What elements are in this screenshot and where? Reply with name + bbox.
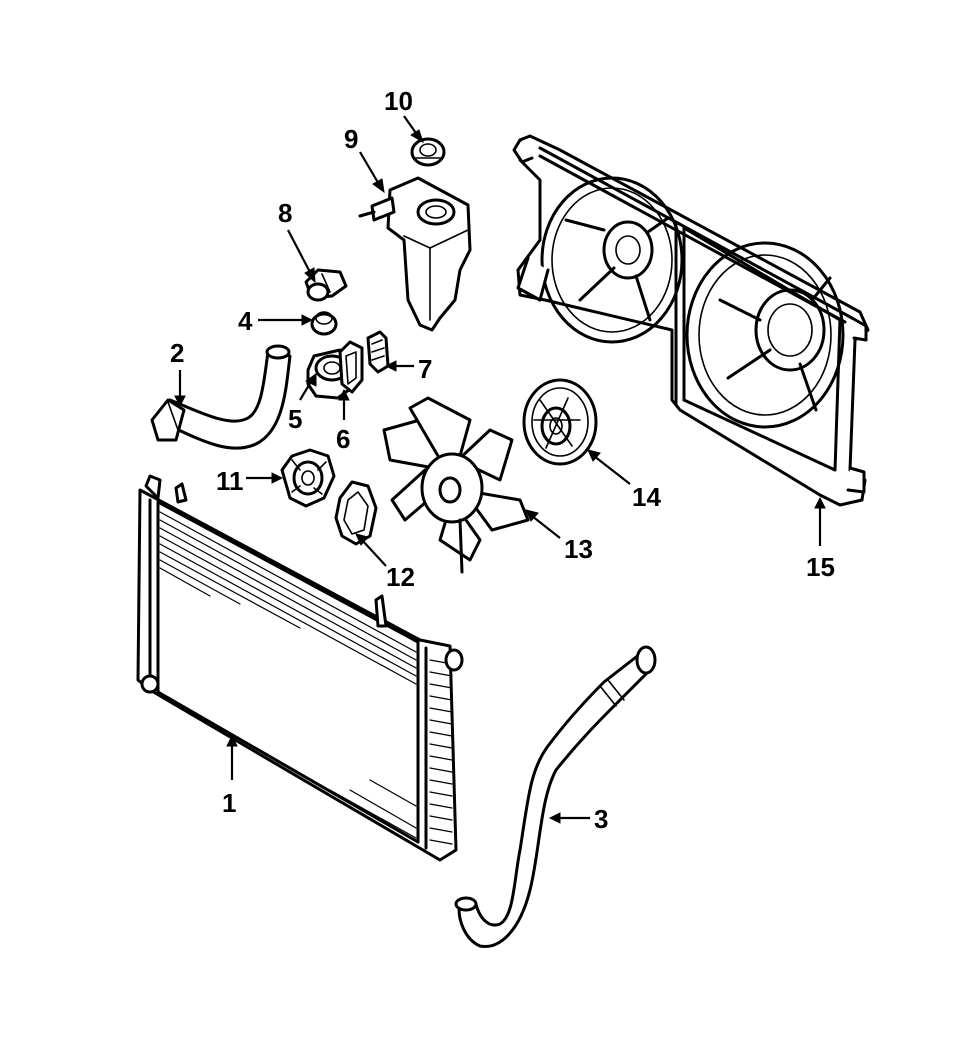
callout-8: 8 <box>278 198 292 228</box>
part-6-gasket <box>338 340 364 394</box>
callout-5: 5 <box>288 404 302 434</box>
callout-12: 12 <box>386 562 415 592</box>
part-11-water-pump <box>280 448 336 508</box>
part-14-fan-pulley <box>522 378 598 466</box>
part-10-reservoir-cap <box>410 137 446 167</box>
callout-4: 4 <box>238 306 253 336</box>
callout-14: 14 <box>632 482 661 512</box>
callout-9: 9 <box>344 124 358 154</box>
callout-15: 15 <box>806 552 835 582</box>
part-2-upper-radiator-hose <box>150 344 292 450</box>
part-8-temperature-sensor <box>304 268 348 302</box>
callout-3: 3 <box>594 804 608 834</box>
callout-13: 13 <box>564 534 593 564</box>
part-3-lower-radiator-hose <box>454 645 657 948</box>
callout-6: 6 <box>336 424 350 454</box>
callout-7: 7 <box>418 354 432 384</box>
callout-11: 11 <box>216 466 244 496</box>
leader-lines <box>174 115 826 824</box>
part-1-radiator <box>136 474 464 862</box>
callout-labels: 1 2 3 4 5 6 7 8 9 10 11 12 13 14 15 <box>170 86 835 834</box>
part-12-water-pump-gasket <box>334 480 378 546</box>
callout-10: 10 <box>384 86 413 116</box>
part-9-coolant-reservoir <box>358 176 472 332</box>
callout-2: 2 <box>170 338 184 368</box>
radiator-side-tank-fins <box>429 659 453 845</box>
callout-1: 1 <box>222 788 236 818</box>
part-13-fan-blade <box>382 396 530 574</box>
radiator-core-fins <box>159 511 417 839</box>
part-15-fan-shroud-assembly <box>512 134 870 507</box>
part-4-fitting <box>310 311 338 336</box>
